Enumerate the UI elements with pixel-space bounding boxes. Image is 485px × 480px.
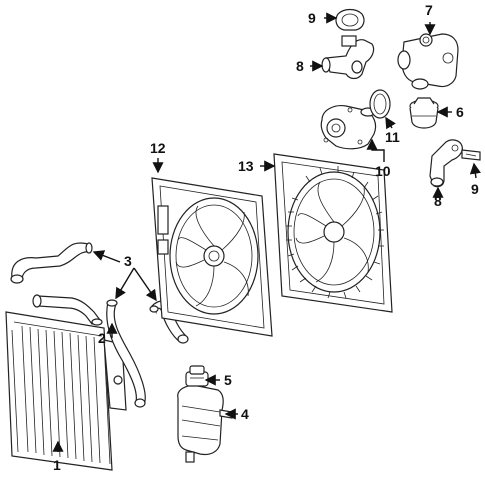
callout-6: 6 [456,104,464,120]
callout-11: 11 [385,129,400,145]
leader-lines [52,12,481,452]
callout-labels: 1 2 3 4 5 6 7 8 8 9 9 10 11 12 13 [53,2,479,473]
expansion-tank [177,385,233,463]
callout-4: 4 [241,406,249,422]
gasket-lower [461,149,481,161]
callout-2: 2 [98,330,106,346]
callout-9-lower: 9 [471,181,479,197]
water-pump-gasket [369,89,391,119]
lower-hose [32,294,103,326]
expansion-tank-cap [185,365,209,387]
fan-shroud-13 [273,153,393,313]
callout-3: 3 [124,253,132,269]
coolant-pipe-lower [429,139,463,188]
callout-8-upper: 8 [296,58,304,74]
radiator [5,311,127,471]
thermostat-housing [397,33,459,90]
fan-shroud-12 [151,177,273,337]
callout-7: 7 [425,2,433,18]
thermostat [409,97,439,129]
callout-13: 13 [238,158,254,174]
callout-9-upper: 9 [308,10,316,26]
callout-12: 12 [150,140,166,156]
upper-hose-left [10,242,93,284]
callout-8-lower: 8 [434,193,442,209]
callout-10: 10 [375,163,391,179]
gasket-upper [335,8,365,31]
callout-5: 5 [224,372,232,388]
water-pump [320,105,377,150]
coolant-pipe-upper [321,35,375,80]
callout-1: 1 [53,457,61,473]
